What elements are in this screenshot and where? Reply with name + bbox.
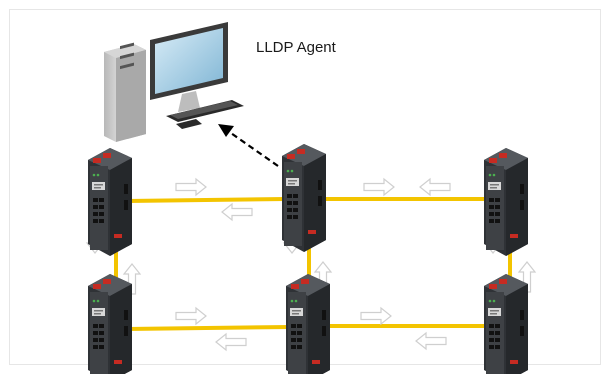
flow-arrow-left bbox=[215, 333, 247, 351]
link-bottom-left bbox=[123, 325, 291, 331]
switch-bottom-middle bbox=[286, 274, 330, 374]
industrial-ethernet-switch-icon bbox=[282, 144, 326, 252]
link-top-left bbox=[125, 197, 287, 203]
industrial-ethernet-switch-icon bbox=[286, 274, 330, 374]
flow-arrow-right bbox=[175, 307, 207, 325]
industrial-ethernet-switch-icon bbox=[88, 274, 132, 374]
flow-arrow-left bbox=[415, 332, 447, 350]
switch-top-right bbox=[484, 148, 528, 256]
switch-bottom-right bbox=[484, 274, 528, 374]
industrial-ethernet-switch-icon bbox=[484, 274, 528, 374]
switch-top-left bbox=[88, 148, 132, 256]
flow-arrow-left bbox=[419, 178, 451, 196]
switch-top-middle bbox=[282, 144, 326, 252]
switch-bottom-left bbox=[88, 274, 132, 374]
flow-arrow-right bbox=[363, 178, 395, 196]
flow-arrow-left bbox=[221, 203, 253, 221]
agent-label: LLDP Agent bbox=[256, 39, 336, 56]
flow-arrow-right bbox=[360, 307, 392, 325]
industrial-ethernet-switch-icon bbox=[484, 148, 528, 256]
desktop-computer-icon bbox=[104, 22, 244, 142]
industrial-ethernet-switch-icon bbox=[88, 148, 132, 256]
lldp-report-arrow bbox=[218, 124, 279, 167]
flow-arrow-right bbox=[175, 178, 207, 196]
